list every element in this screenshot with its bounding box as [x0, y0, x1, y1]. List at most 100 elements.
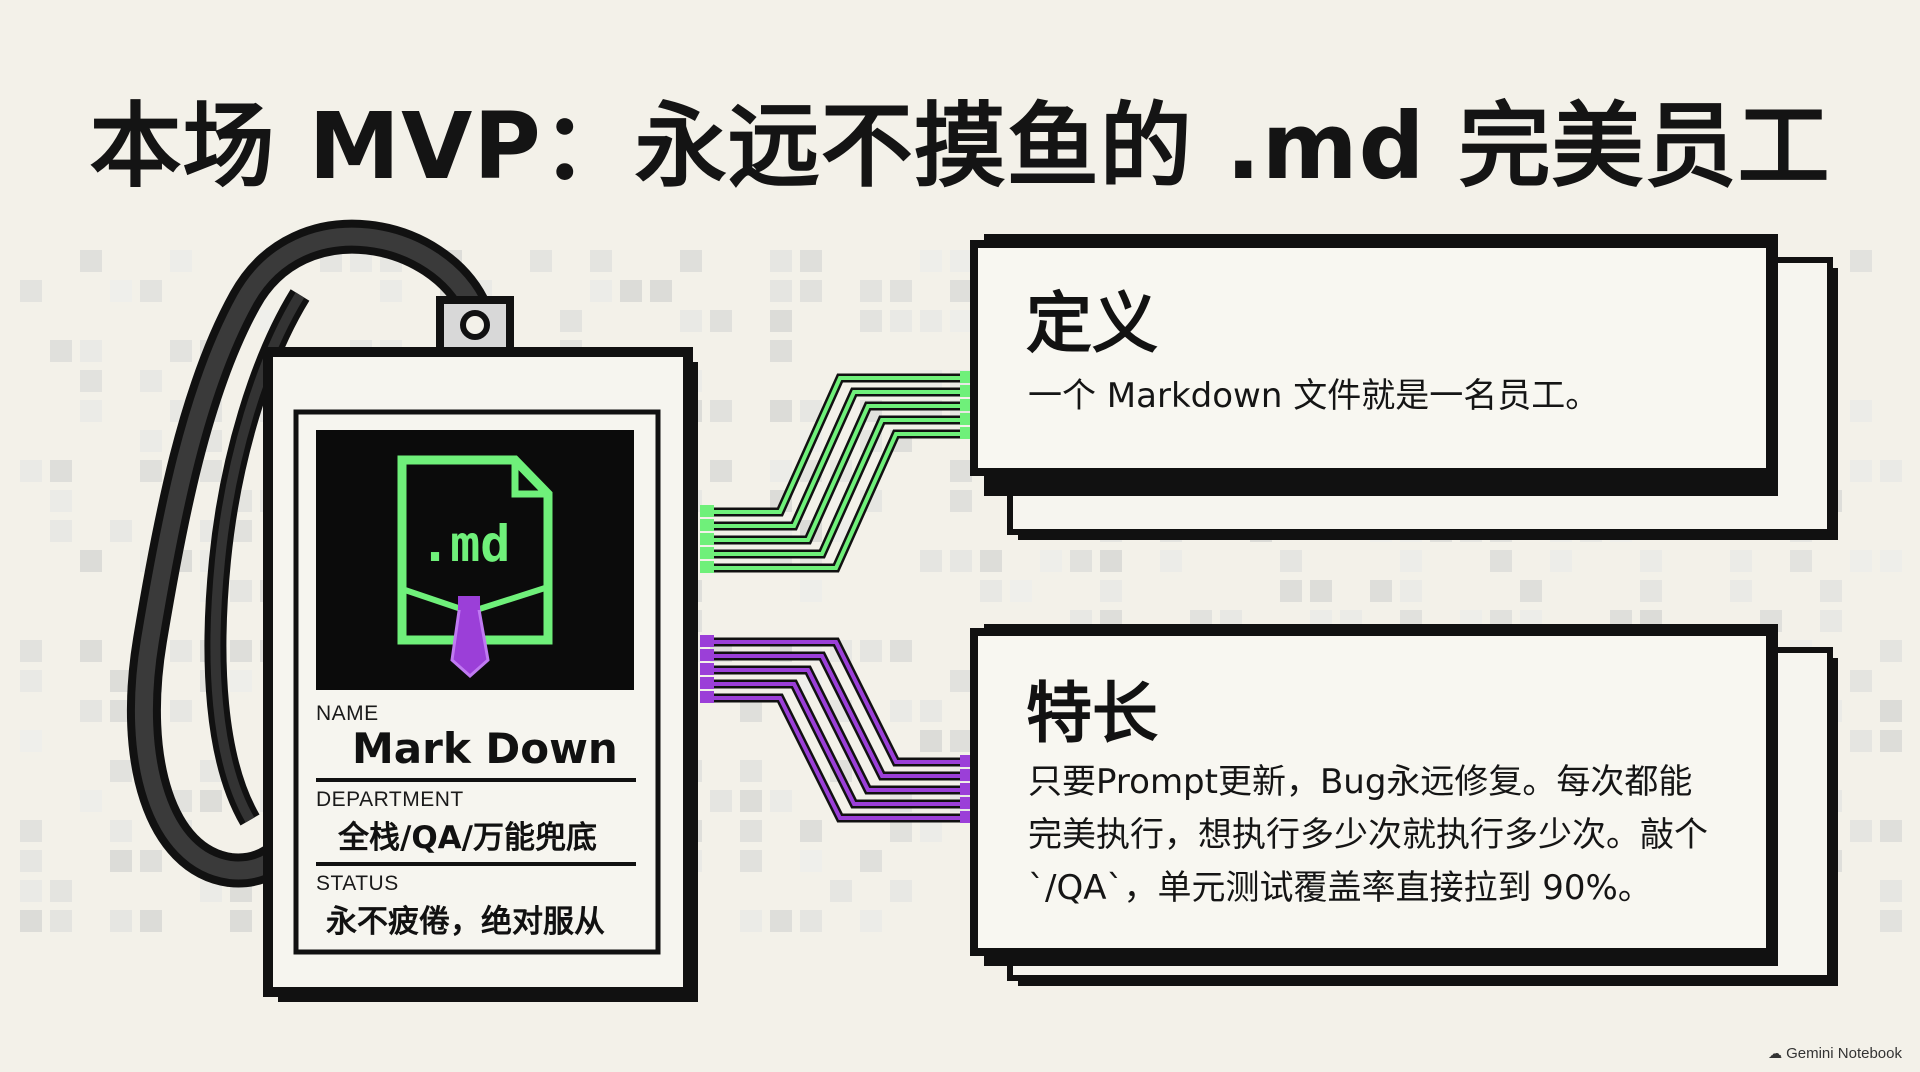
- bg-pixel: [590, 250, 612, 272]
- specialty-line: 只要Prompt更新，Bug永远修复。每次都能: [1028, 762, 1693, 802]
- bg-pixel: [200, 880, 222, 902]
- bg-pixel: [20, 640, 42, 662]
- purple-wire: [708, 696, 974, 820]
- bg-pixel: [770, 310, 792, 332]
- bg-pixel: [20, 850, 42, 872]
- wire-pin: [700, 505, 714, 517]
- bg-pixel: [140, 370, 162, 392]
- bg-pixel: [710, 400, 732, 422]
- green-wire: [708, 390, 974, 528]
- bg-pixel: [920, 310, 942, 332]
- bg-pixel: [950, 550, 972, 572]
- bg-pixel: [50, 910, 72, 932]
- definition-card-frame: [970, 234, 1838, 540]
- bg-pixel: [1280, 550, 1302, 572]
- bg-pixel: [770, 400, 792, 422]
- bg-pixel: [800, 820, 822, 842]
- bg-pixel: [680, 250, 702, 272]
- bg-pixel: [110, 670, 132, 692]
- bg-pixel: [110, 910, 132, 932]
- bg-pixel: [860, 280, 882, 302]
- bg-pixel: [1880, 820, 1902, 842]
- green-wire: [708, 418, 974, 556]
- bg-pixel: [1490, 550, 1512, 572]
- bg-pixel: [1520, 580, 1542, 602]
- bg-pixel: [50, 880, 72, 902]
- specialty-line: `/QA`，单元测试覆盖率直接拉到 90%。: [1028, 868, 1652, 908]
- bg-pixel: [950, 250, 972, 272]
- bg-pixel: [230, 640, 252, 662]
- bg-pixel: [920, 250, 942, 272]
- bg-pixel: [890, 640, 912, 662]
- name-label: NAME: [316, 702, 379, 725]
- bg-pixel: [620, 280, 642, 302]
- bg-pixel: [170, 640, 192, 662]
- definition-body: 一个 Markdown 文件就是一名员工。: [1028, 370, 1599, 423]
- bg-pixel: [1880, 550, 1902, 572]
- bg-pixel: [1880, 910, 1902, 932]
- status-label: STATUS: [316, 872, 399, 895]
- bg-pixel: [1880, 460, 1902, 482]
- bg-pixel: [1790, 550, 1812, 572]
- bg-pixel: [740, 790, 762, 812]
- bg-pixel: [50, 490, 72, 512]
- watermark-text: Gemini Notebook: [1786, 1045, 1902, 1062]
- bg-pixel: [800, 250, 822, 272]
- bg-pixel: [170, 340, 192, 362]
- bg-pixel: [1850, 730, 1872, 752]
- purple-wire: [708, 668, 974, 792]
- specialty-heading: 特长: [1026, 675, 1158, 752]
- bg-pixel: [1640, 550, 1662, 572]
- bg-pixel: [140, 850, 162, 872]
- bg-pixel: [1730, 550, 1752, 572]
- watermark: ☁ Gemini Notebook: [1768, 1045, 1902, 1062]
- bg-pixel: [1880, 880, 1902, 902]
- bg-pixel: [740, 910, 762, 932]
- bg-pixel: [80, 550, 102, 572]
- green-wire-outline: [708, 415, 974, 559]
- specialty-line: 完美执行，想执行多少次就执行多少次。敲个: [1028, 815, 1708, 855]
- bg-pixel: [170, 700, 192, 722]
- purple-wire: [708, 640, 974, 764]
- page-title: 本场 MVP：永远不摸鱼的 .md 完美员工: [89, 93, 1831, 200]
- wire-pin: [700, 561, 714, 573]
- bg-pixel: [20, 460, 42, 482]
- bg-pixel: [1010, 580, 1032, 602]
- bg-pixel: [200, 760, 222, 782]
- wire-pin: [700, 547, 714, 559]
- bg-pixel: [20, 820, 42, 842]
- bg-pixel: [980, 580, 1002, 602]
- bg-pixel: [710, 310, 732, 332]
- definition-line: 一个 Markdown 文件就是一名员工。: [1028, 376, 1600, 416]
- bg-pixel: [110, 280, 132, 302]
- bg-pixel: [1400, 580, 1422, 602]
- purple-wire: [708, 682, 974, 806]
- bg-pixel: [230, 580, 252, 602]
- bg-pixel: [80, 340, 102, 362]
- bg-pixel: [110, 760, 132, 782]
- bg-pixel: [800, 850, 822, 872]
- bg-pixel: [20, 880, 42, 902]
- bg-pixel: [1850, 670, 1872, 692]
- bg-pixel: [1280, 580, 1302, 602]
- bg-pixel: [140, 430, 162, 452]
- bg-pixel: [140, 280, 162, 302]
- bg-pixel: [920, 730, 942, 752]
- green-wire-outline: [708, 373, 974, 517]
- department-label: DEPARTMENT: [316, 788, 464, 811]
- bg-pixel: [740, 850, 762, 872]
- bg-pixel: [1040, 550, 1062, 572]
- id-badge: [263, 347, 698, 1002]
- bg-pixel: [80, 640, 102, 662]
- bg-pixel: [950, 280, 972, 302]
- bg-pixel: [110, 850, 132, 872]
- wire-pin: [700, 635, 714, 647]
- bg-pixel: [590, 280, 612, 302]
- bg-pixel: [20, 730, 42, 752]
- bg-pixel: [890, 700, 912, 722]
- cloud-icon: ☁: [1768, 1045, 1783, 1061]
- wire-pin: [700, 677, 714, 689]
- bg-pixel: [740, 700, 762, 722]
- bg-pixel: [860, 910, 882, 932]
